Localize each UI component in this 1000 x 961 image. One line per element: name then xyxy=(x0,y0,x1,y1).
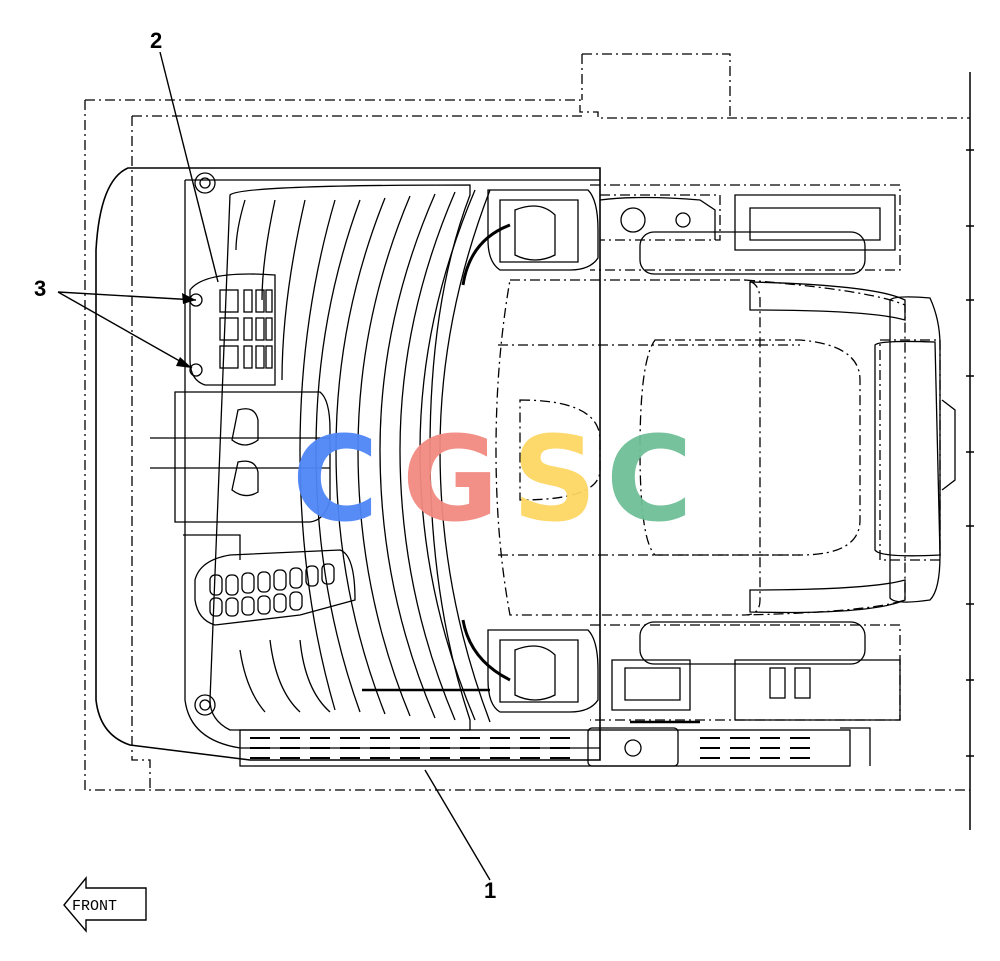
frame-ticks xyxy=(966,149,974,757)
armrests xyxy=(599,194,901,724)
watermark-letter-2: G xyxy=(402,410,499,548)
leader-lines xyxy=(57,51,491,881)
machine-outline xyxy=(84,53,974,830)
leader-3b xyxy=(57,291,193,369)
watermark-letter-4: C xyxy=(606,410,693,548)
watermark-letter-3: S xyxy=(512,410,597,548)
callout-3: 3 xyxy=(34,276,46,301)
control-levers xyxy=(362,189,599,713)
leader-1 xyxy=(424,769,491,881)
pedal-lower xyxy=(183,534,356,626)
floor-plate-ribs xyxy=(209,184,491,731)
leader-3a xyxy=(57,291,197,301)
step-grille xyxy=(239,727,871,767)
leader-2 xyxy=(159,51,219,283)
watermark: C G S C xyxy=(292,410,693,548)
callout-2: 2 xyxy=(150,28,162,53)
front-arrow: FRONT xyxy=(63,876,147,933)
watermark-letter-1: C xyxy=(292,410,379,548)
pedal-upper xyxy=(189,273,276,386)
seat-back xyxy=(749,281,956,614)
left-arrow-icon xyxy=(63,876,147,933)
leader-arrowheads xyxy=(176,293,196,368)
callout-1: 1 xyxy=(484,878,496,903)
front-label: FRONT xyxy=(72,898,117,915)
travel-pedals xyxy=(150,391,331,523)
